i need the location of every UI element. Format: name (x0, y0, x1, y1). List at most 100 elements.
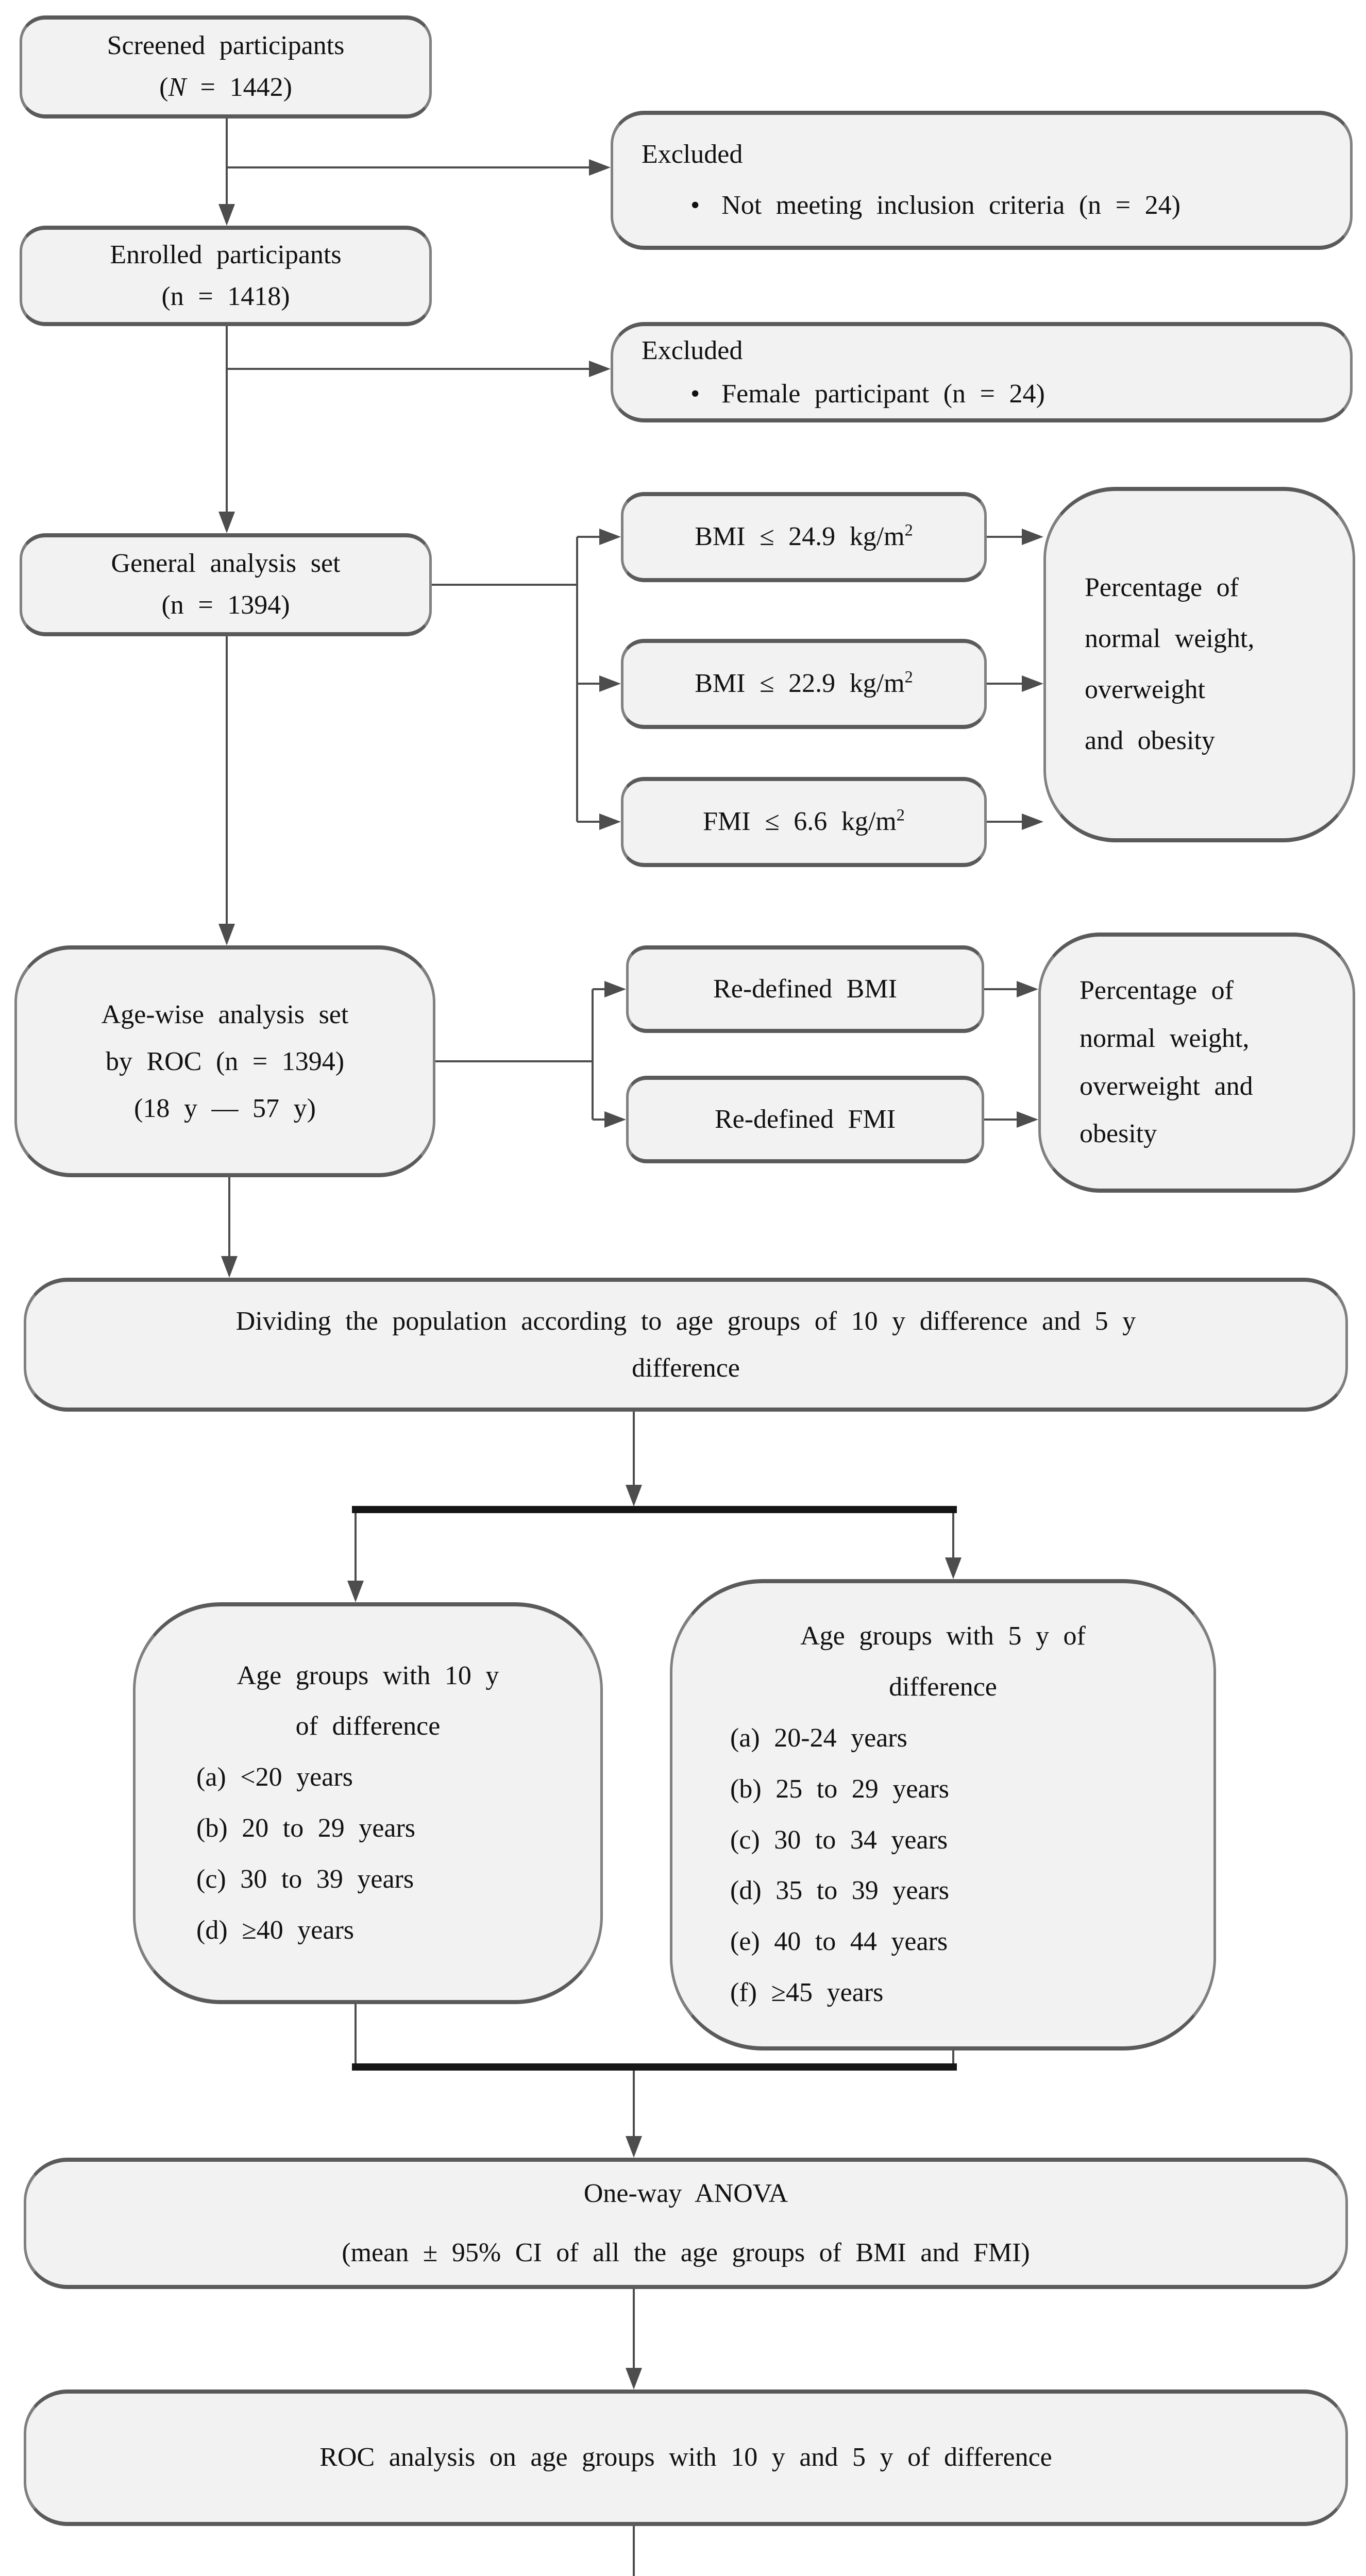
bullet-icon: • (690, 379, 700, 409)
box-line: Screened participants (107, 31, 345, 61)
agewise-analysis-set-box: Age-wise analysis set by ROC (n = 1394) … (14, 945, 435, 1177)
excluded-title: Excluded (642, 140, 743, 170)
arrowhead-roc (626, 2368, 642, 2389)
box-line: (mean ± 95% CI of all the age groups of … (342, 2238, 1030, 2267)
excluded-item: • Not meeting inclusion criteria (n = 24) (690, 180, 1366, 231)
arrowhead-bmi249 (599, 529, 621, 545)
arrowhead-group10 (347, 1581, 364, 1602)
excluded-item-text: Female participant (n = 24) (721, 379, 1045, 409)
criterion-text: FMI ≤ 6.6 kg/m (703, 807, 897, 837)
group-item: (c) 30 to 34 years (730, 1825, 948, 1855)
arrowhead-excluded-1 (589, 159, 611, 176)
box-line: ROC analysis on age groups with 10 y and… (319, 2443, 1052, 2472)
arrowhead-percentage2-b (1017, 1111, 1038, 1128)
group-item: (d) 35 to 39 years (730, 1876, 950, 1906)
group-item: (c) 30 to 39 years (196, 1864, 414, 1894)
excluded-item: • Female participant (n = 24) (690, 372, 1366, 415)
box-line: by ROC (n = 1394) (105, 1046, 345, 1076)
group-item: (a) <20 years (196, 1762, 353, 1792)
arrowhead-anova (626, 2136, 642, 2158)
box-line: Age-wise analysis set (101, 999, 349, 1029)
box-line: General analysis set (111, 549, 341, 579)
group-item: (a) 20-24 years (730, 1723, 907, 1753)
n-value: = 1442) (186, 73, 292, 102)
arrowhead-bmi229 (599, 675, 621, 692)
box-line: FMI ≤ 6.6 kg/m2 (623, 801, 984, 843)
excluded-female-box: Excluded • Female participant (n = 24) (611, 322, 1353, 422)
box-line: Dividing the population according to age… (235, 1307, 1136, 1336)
box-line: normal weight, (1085, 624, 1255, 654)
percentage-outcome-box-2: Percentage of normal weight, overweight … (1038, 933, 1355, 1193)
arrowhead-redefined-fmi (604, 1111, 626, 1128)
arrowhead-group5 (945, 1557, 962, 1579)
criterion-text: BMI ≤ 22.9 kg/m (695, 669, 905, 699)
n-symbol: N (168, 73, 187, 102)
box-line: overweight and (1080, 1071, 1253, 1101)
box-line: Re-defined BMI (713, 974, 897, 1004)
redefined-bmi-box: Re-defined BMI (626, 945, 984, 1033)
arrowhead-redefined-bmi (604, 981, 626, 997)
excluded-title: Excluded (642, 336, 743, 366)
redefined-fmi-box: Re-defined FMI (626, 1076, 984, 1163)
box-line: overweight (1085, 675, 1205, 704)
box-line: BMI ≤ 22.9 kg/m2 (623, 663, 984, 705)
box-line: normal weight, (1080, 1023, 1250, 1053)
box-line: (18 y — 57 y) (134, 1093, 316, 1123)
group-title: difference (889, 1672, 997, 1702)
general-analysis-set-box: General analysis set (n = 1394) (20, 533, 432, 636)
age-groups-10y-box: Age groups with 10 y of difference (a) <… (133, 1602, 603, 2004)
bmi-24-9-box: BMI ≤ 24.9 kg/m2 (621, 492, 987, 582)
superscript: 2 (896, 805, 905, 824)
bullet-icon: • (690, 191, 700, 220)
arrowhead-general (218, 512, 235, 533)
arrowhead-percentage1-c (1022, 814, 1043, 830)
arrowhead-excluded-2 (589, 361, 611, 377)
arrowhead-enrolled (218, 204, 235, 226)
group-title: Age groups with 5 y of (800, 1621, 1086, 1651)
arrowhead-fmi66 (599, 814, 621, 830)
arrowhead-agewise (218, 924, 235, 945)
percentage-outcome-box-1: Percentage of normal weight, overweight … (1043, 487, 1355, 842)
group-item: (d) ≥40 years (196, 1915, 355, 1945)
arrowheads (218, 159, 1043, 2389)
group-item: (b) 25 to 29 years (730, 1774, 950, 1804)
box-line: (N = 1442) (22, 67, 429, 109)
fmi-6-6-box: FMI ≤ 6.6 kg/m2 (621, 777, 987, 867)
group-title: of difference (295, 1711, 441, 1741)
box-line: (n = 1418) (161, 281, 290, 311)
screened-participants-box: Screened participants (N = 1442) (20, 15, 432, 118)
excluded-item-text: Not meeting inclusion criteria (n = 24) (721, 191, 1181, 220)
paren: ( (159, 73, 168, 102)
box-line: Re-defined FMI (714, 1104, 896, 1134)
box-line: One-way ANOVA (583, 2179, 788, 2209)
box-line: Enrolled participants (110, 240, 342, 269)
box-line: Percentage of (1085, 573, 1239, 603)
group-title: Age groups with 10 y (237, 1660, 499, 1690)
excluded-not-meeting-criteria-box: Excluded • Not meeting inclusion criteria… (611, 111, 1353, 250)
arrowhead-split-bar (626, 1485, 642, 1506)
group-item: (b) 20 to 29 years (196, 1814, 416, 1843)
superscript: 2 (904, 667, 913, 686)
box-line: obesity (1080, 1119, 1157, 1149)
group-item: (e) 40 to 44 years (730, 1927, 948, 1957)
box-line: BMI ≤ 24.9 kg/m2 (623, 516, 984, 558)
age-groups-5y-box: Age groups with 5 y of difference (a) 20… (670, 1579, 1216, 2050)
group-item: (f) ≥45 years (730, 1977, 884, 2007)
box-line: and obesity (1085, 725, 1215, 755)
box-line: Percentage of (1080, 976, 1234, 1006)
connector-lines (226, 118, 1026, 2576)
one-way-anova-box: One-way ANOVA (mean ± 95% CI of all the … (24, 2158, 1348, 2289)
arrowhead-percentage2-a (1017, 981, 1038, 997)
arrowhead-dividing (221, 1256, 238, 1278)
enrolled-participants-box: Enrolled participants (n = 1418) (20, 226, 432, 326)
arrowhead-percentage1-a (1022, 529, 1043, 545)
superscript: 2 (904, 520, 913, 539)
roc-analysis-box: ROC analysis on age groups with 10 y and… (24, 2389, 1348, 2526)
criterion-text: BMI ≤ 24.9 kg/m (695, 522, 905, 552)
split-merge-bars (352, 1506, 957, 2071)
bmi-22-9-box: BMI ≤ 22.9 kg/m2 (621, 639, 987, 729)
box-line: (n = 1394) (161, 590, 290, 620)
dividing-population-box: Dividing the population according to age… (24, 1278, 1348, 1412)
